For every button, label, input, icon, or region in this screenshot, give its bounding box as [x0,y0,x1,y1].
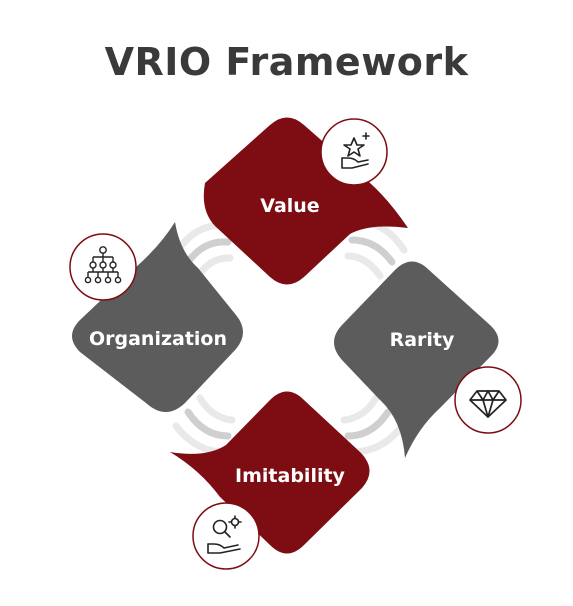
organization-label: Organization [89,328,227,350]
organization-shape [72,222,243,412]
arc-bottom-right-outer [348,422,406,456]
vrio-item-imitability: Imitability [170,391,370,554]
arc-bottom-left-inner [196,394,236,424]
vrio-item-organization: Organization [72,222,243,412]
imitability-label: Imitability [235,465,346,487]
imitability-shape [170,391,370,554]
arc-bottom-left-mid [184,408,232,440]
star-hand-icon [320,118,388,186]
arc-bottom-right-mid [344,408,392,440]
value-label: Value [260,195,319,217]
vrio-item-rarity: Rarity [334,261,499,458]
page-title: VRIO Framework [104,40,469,84]
arc-top-right-mid [348,236,396,266]
arc-top-right-inner [344,252,384,280]
value-shape [203,117,408,285]
diamond-icon [454,366,522,434]
arc-bottom-right-inner [340,394,380,424]
vrio-item-value: Value [203,117,408,285]
org-chart-icon [69,233,137,301]
gear-hand-icon [192,502,260,570]
arc-top-left-mid [184,238,232,266]
arc-top-left-inner [194,254,234,280]
rarity-label: Rarity [390,329,455,351]
rarity-shape [334,261,499,458]
